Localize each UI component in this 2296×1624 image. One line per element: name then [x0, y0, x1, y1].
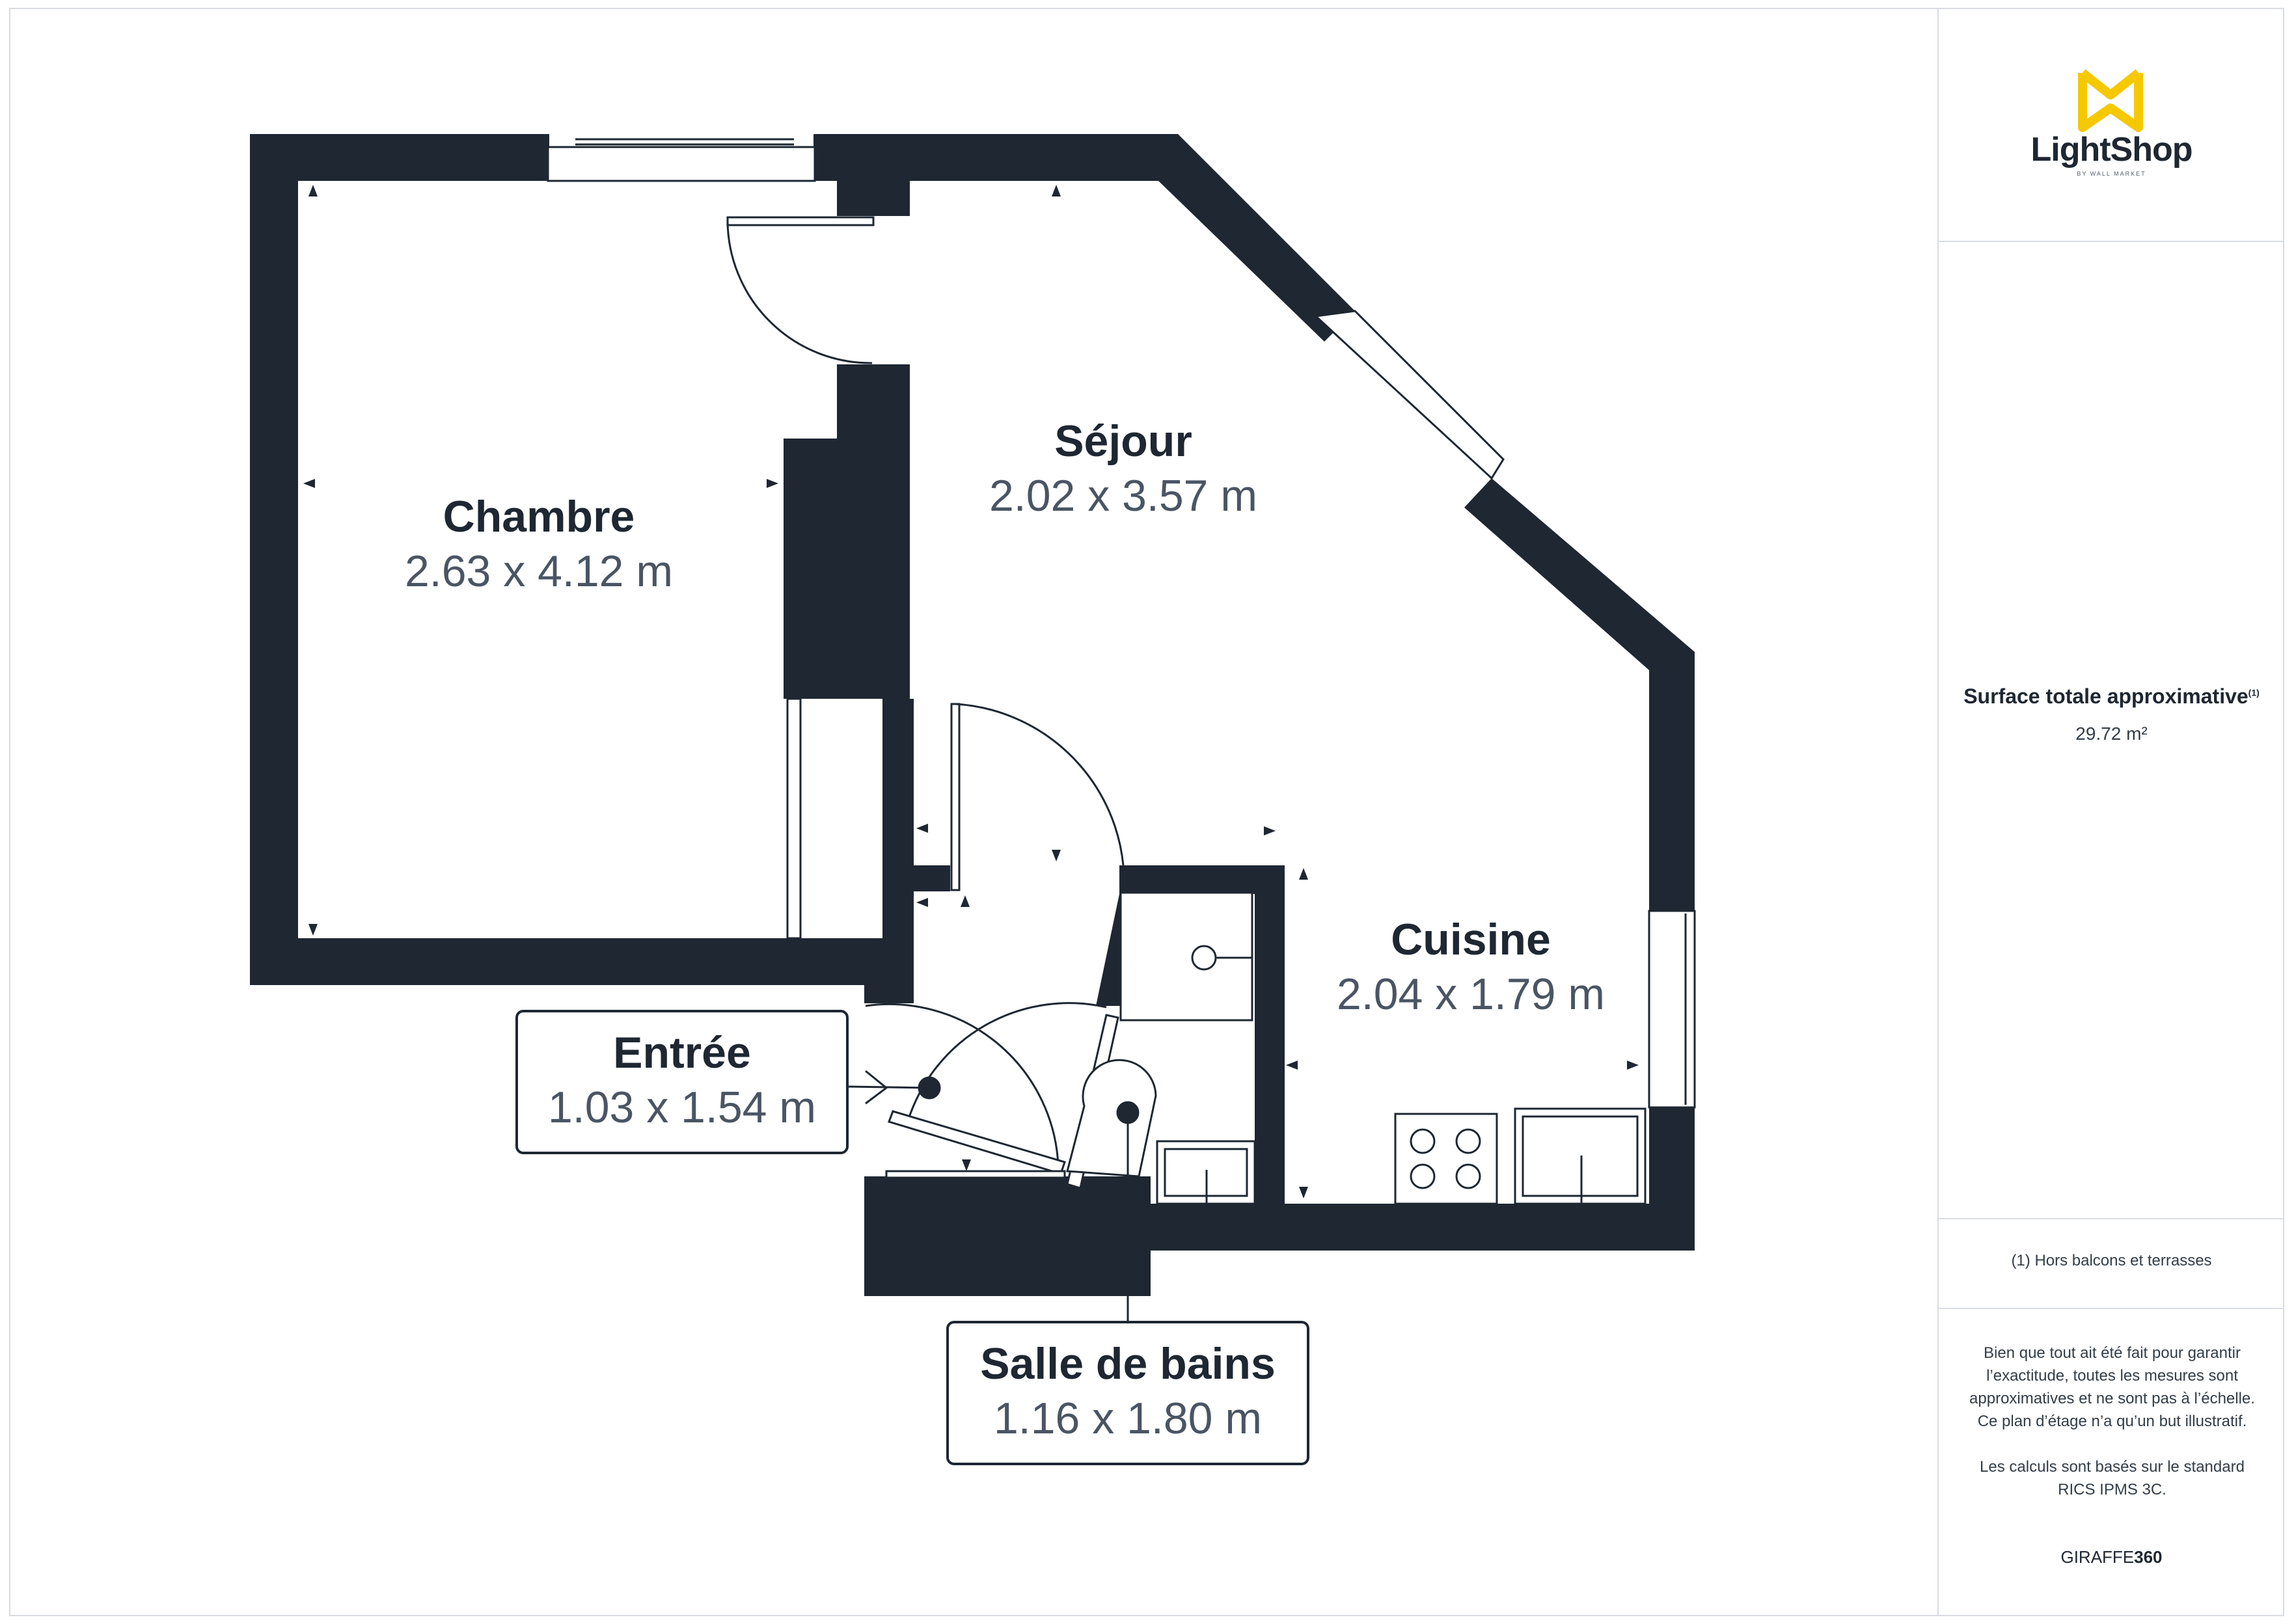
wall-right-upper	[1649, 652, 1695, 911]
wall-top-left	[250, 134, 549, 181]
room-size: 2.63 x 4.12 m	[404, 547, 674, 596]
entree-marker-icon	[918, 1076, 941, 1100]
door-entree-swing	[865, 1003, 1059, 1165]
wall-bottom-cuisine	[1106, 1204, 1695, 1251]
room-name: Salle de bains	[980, 1339, 1276, 1388]
credit-suffix: 360	[2134, 1547, 2163, 1567]
disclaimer-paragraph: Bien que tout ait été fait pour garantir…	[1969, 1344, 2255, 1430]
wall-chambre-sejour-thick	[784, 439, 846, 699]
wall-top-mid	[813, 134, 1178, 181]
room-size: 1.16 x 1.80 m	[993, 1394, 1263, 1443]
wall-chambre-sejour-top	[837, 181, 910, 216]
windows	[547, 138, 1696, 1109]
wall-entree-left	[882, 699, 914, 985]
dimension-markers	[303, 185, 1639, 1198]
brand-name: LightShop	[2030, 131, 2193, 169]
surface-title-mark: (1)	[2248, 687, 2260, 698]
door-chambre-leaf	[726, 216, 875, 226]
sidebar-divider	[1937, 8, 1939, 1616]
door-sejour-leaf	[950, 703, 961, 891]
wall-diagonal-upper	[1158, 134, 1355, 342]
burner-3-icon	[1410, 1163, 1436, 1189]
wall-bottom-chambre	[250, 938, 914, 985]
room-name: Chambre	[443, 492, 635, 541]
room-label-cuisine: Cuisine 2.04 x 1.79 m	[1289, 912, 1653, 1022]
room-label-salle-de-bains: Salle de bains 1.16 x 1.80 m	[946, 1321, 1309, 1465]
burner-1-icon	[1410, 1128, 1436, 1154]
wall-entree-corner	[864, 938, 914, 1003]
wall-diagonal-lower	[1464, 478, 1695, 696]
leader-lines	[847, 1070, 1140, 1321]
room-label-sejour: Séjour 2.02 x 3.57 m	[941, 414, 1305, 523]
sidebar-separator	[1939, 1308, 2284, 1309]
sdb-marker-icon	[1116, 1101, 1140, 1124]
disclaimer-paragraph: Les calculs sont basés sur le standard R…	[1980, 1458, 2245, 1498]
credit-prefix: GIRAFFE	[2060, 1547, 2135, 1567]
room-label-entree: Entrée 1.03 x 1.54 m	[515, 1010, 849, 1154]
toilet-icon	[1066, 1059, 1157, 1178]
room-name: Séjour	[1054, 416, 1192, 466]
room-size: 2.04 x 1.79 m	[1336, 969, 1606, 1019]
room-name: Cuisine	[1391, 915, 1551, 964]
door-entree-leaf	[888, 1110, 1066, 1175]
room-size: 2.02 x 3.57 m	[989, 471, 1258, 521]
room-size: 1.03 x 1.54 m	[547, 1083, 817, 1132]
door-sejour-swing	[955, 703, 1125, 866]
footnote: (1) Hors balcons et terrasses	[2011, 1252, 2212, 1269]
window-sejour	[1313, 310, 1505, 480]
surface-value: 29.72 m²	[2075, 724, 2148, 744]
burner-4-icon	[1455, 1163, 1481, 1189]
wall-chambre-sejour	[837, 364, 910, 699]
wall-left	[250, 134, 298, 985]
door-sdb-swing	[907, 1002, 1107, 1120]
window-cuisine	[1648, 910, 1696, 1109]
wall-sdb-right	[1255, 865, 1285, 1204]
door-chambre-swing	[726, 221, 873, 364]
page-frame	[9, 8, 2284, 1616]
window-chambre	[547, 146, 816, 182]
walls	[250, 134, 1695, 1296]
fixtures	[1066, 891, 1647, 1205]
credit: GIRAFFE360	[1939, 1547, 2284, 1567]
wall-entree-stub	[914, 865, 950, 891]
shower-drain-icon	[1191, 945, 1217, 971]
cooktop	[1394, 1113, 1498, 1205]
brand-subline: BY WALL MARKET	[2077, 170, 2146, 177]
sidebar-separator	[1939, 1218, 2284, 1219]
window-chambre-inner	[786, 697, 802, 940]
room-label-chambre: Chambre 2.63 x 4.12 m	[357, 489, 721, 599]
disclaimer: Bien que tout ait été fait pour garantir…	[1965, 1342, 2259, 1501]
sidebar-separator	[1939, 241, 2284, 242]
shower-tray	[1119, 891, 1253, 1022]
surface-title: Surface totale approximative(1)	[1939, 684, 2284, 709]
burner-2-icon	[1455, 1128, 1481, 1154]
wall-bottom-sdb	[864, 1176, 1151, 1296]
surface-title-text: Surface totale approximative	[1963, 684, 2248, 708]
lightshop-w-logo-icon	[2078, 69, 2143, 132]
room-name: Entrée	[613, 1028, 751, 1077]
